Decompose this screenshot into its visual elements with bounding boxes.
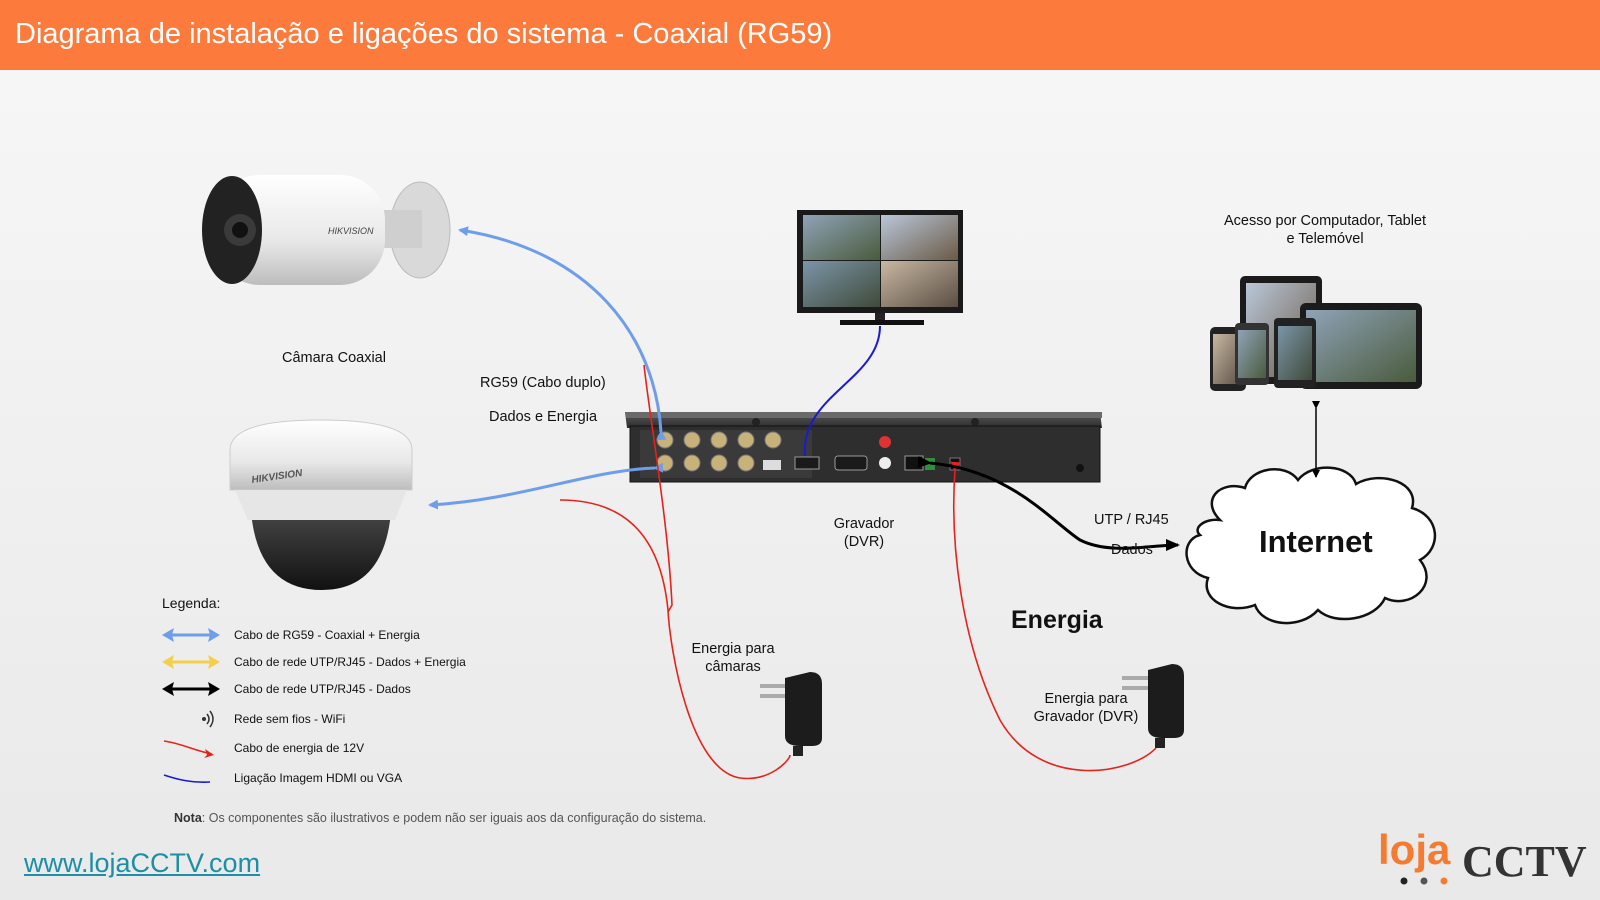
- footnote-text: : Os componentes são ilustrativos e pode…: [201, 811, 707, 825]
- legend-item-utp-data: Cabo de rede UTP/RJ45 - Dados: [160, 678, 520, 700]
- double-arrow-yellow-icon: [162, 655, 220, 669]
- label-energy-dvr-line2: Gravador (DVR): [1033, 709, 1139, 725]
- power-cable-cameras-a: [643, 364, 673, 613]
- double-arrow-blue-icon: [162, 628, 220, 642]
- camera-power-adapter-icon: [760, 672, 822, 756]
- label-camera-coaxial: Câmara Coaxial: [282, 350, 386, 366]
- legend-label: Cabo de RG59 - Coaxial + Energia: [234, 628, 420, 642]
- legend-label: Cabo de rede UTP/RJ45 - Dados + Energia: [234, 655, 466, 669]
- blue-line-icon: [163, 774, 211, 783]
- label-recorder-line1: Gravador: [833, 516, 895, 532]
- double-arrow-black-icon: [162, 682, 220, 696]
- label-energy-dvr-line1: Energia para: [1044, 691, 1128, 707]
- legend-item-wifi: Rede sem fios - WiFi: [160, 708, 520, 730]
- footnote: Nota: Os componentes são ilustrativos e …: [174, 811, 706, 825]
- utp-cable: [917, 455, 1180, 552]
- legend-item-utp-power: Cabo de rede UTP/RJ45 - Dados + Energia: [160, 651, 520, 673]
- bullet-camera-brand: HIKVISION: [328, 226, 374, 236]
- legend-item-power: Cabo de energia de 12V: [160, 737, 520, 759]
- legend-label: Cabo de rede UTP/RJ45 - Dados: [234, 682, 411, 696]
- wifi-icon: [202, 710, 214, 728]
- brand-logo-cctv: CCTV: [1462, 837, 1587, 886]
- dome-camera-icon: [229, 419, 413, 590]
- label-dados: Dados: [1111, 542, 1153, 558]
- website-link[interactable]: www.lojaCCTV.com: [24, 848, 261, 878]
- red-arrow-icon: [163, 740, 214, 758]
- monitor-icon: [797, 210, 963, 325]
- label-access-line2: e Telemóvel: [1286, 231, 1364, 247]
- header-bar: Diagrama de instalação e ligações do sis…: [0, 0, 1600, 70]
- legend-item-coax: Cabo de RG59 - Coaxial + Energia: [160, 624, 520, 646]
- label-internet: Internet: [1259, 524, 1373, 559]
- label-recorder-line2: (DVR): [843, 534, 885, 550]
- label-utp-rj45: UTP / RJ45: [1094, 512, 1169, 528]
- legend-label: Ligação Imagem HDMI ou VGA: [234, 771, 403, 785]
- mobile-devices-icon: [1210, 276, 1422, 391]
- label-energy-cameras: Energia para câmaras: [683, 640, 783, 676]
- power-cable-cameras-b: [559, 499, 791, 780]
- footnote-bold: Nota: [174, 811, 202, 825]
- dvr-recorder-icon: [625, 412, 1102, 483]
- coax-cable-bullet: [458, 226, 667, 441]
- coax-cable-dome: [428, 462, 664, 510]
- legend-title: Legenda:: [162, 595, 221, 611]
- label-energy-cameras-line1: Energia para: [691, 641, 775, 657]
- internet-cloud-icon: [1185, 466, 1437, 625]
- label-access: Acesso por Computador, Tablet e Telemóve…: [1210, 212, 1440, 248]
- label-energy-dvr: Energia para Gravador (DVR): [1026, 690, 1146, 726]
- bullet-camera-icon: [202, 175, 451, 285]
- label-energy-cameras-line2: câmaras: [705, 659, 761, 675]
- page-title: Diagrama de instalação e ligações do sis…: [15, 18, 833, 50]
- brand-logo-loja: loja: [1378, 826, 1451, 873]
- dvr-power-adapter-icon: [1122, 664, 1184, 748]
- brand-dots-icon: [1400, 877, 1448, 885]
- label-access-line1: Acesso por Computador, Tablet: [1223, 213, 1427, 229]
- legend-label: Cabo de energia de 12V: [234, 741, 365, 755]
- legend-label: Rede sem fios - WiFi: [234, 712, 346, 726]
- hdmi-cable: [803, 325, 881, 457]
- label-data-energy: Dados e Energia: [489, 409, 598, 425]
- legend-item-hdmi: Ligação Imagem HDMI ou VGA: [160, 767, 520, 789]
- brand-logo: loja CCTV: [1378, 826, 1588, 886]
- label-recorder: Gravador (DVR): [832, 515, 896, 551]
- label-rg59-cable: RG59 (Cabo duplo): [480, 375, 606, 391]
- label-energia: Energia: [1011, 606, 1103, 634]
